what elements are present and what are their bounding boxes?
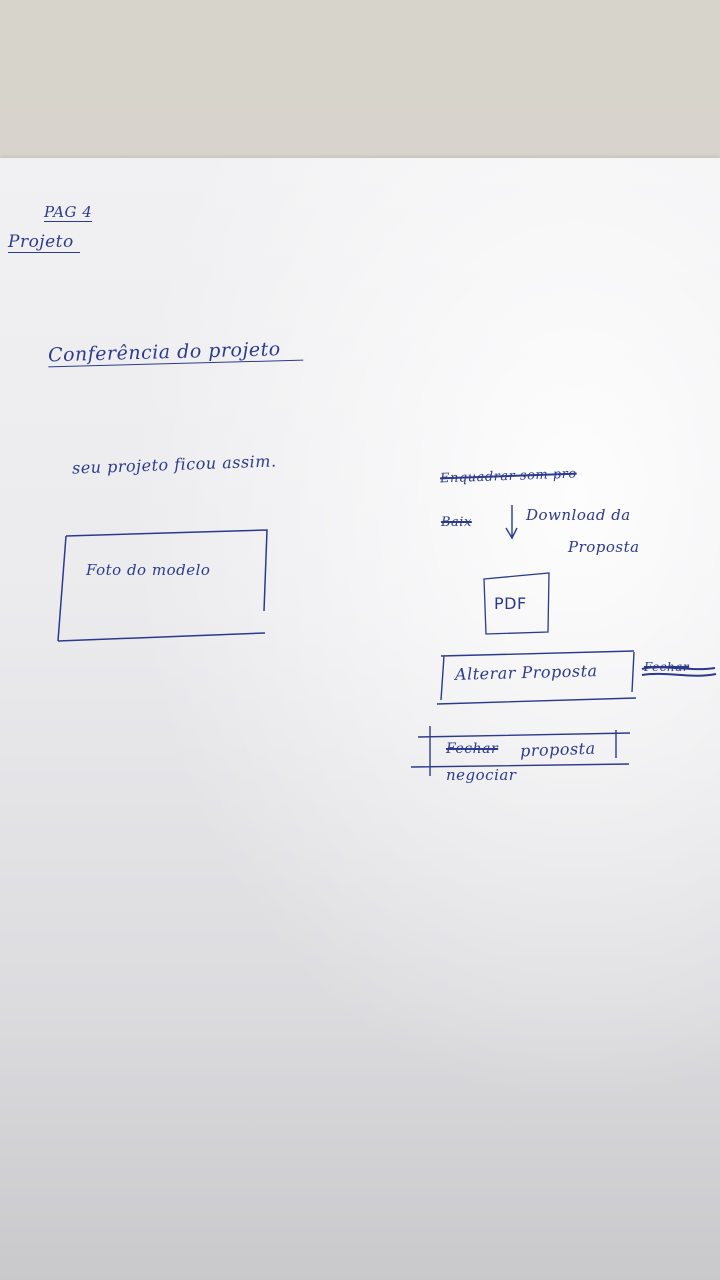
- download-label-proposal: Proposta: [568, 538, 640, 556]
- page-title: Projeto: [8, 232, 80, 253]
- pdf-button[interactable]: PDF: [494, 594, 527, 613]
- struck-button-label: Baix: [441, 515, 472, 530]
- download-label: Download da: [526, 506, 631, 524]
- struck-side-label: Fechar: [644, 660, 690, 674]
- alter-proposal-button[interactable]: Alterar Proposta: [454, 661, 598, 684]
- struck-close-label: Fechar: [446, 741, 499, 757]
- photo-placeholder-label: Foto do modelo: [86, 561, 211, 579]
- negotiate-proposal-button[interactable]: negociar: [446, 766, 517, 784]
- proposal-word: proposta: [519, 738, 596, 761]
- paper-sheet: [0, 158, 720, 1280]
- page-label: PAG 4: [44, 203, 93, 222]
